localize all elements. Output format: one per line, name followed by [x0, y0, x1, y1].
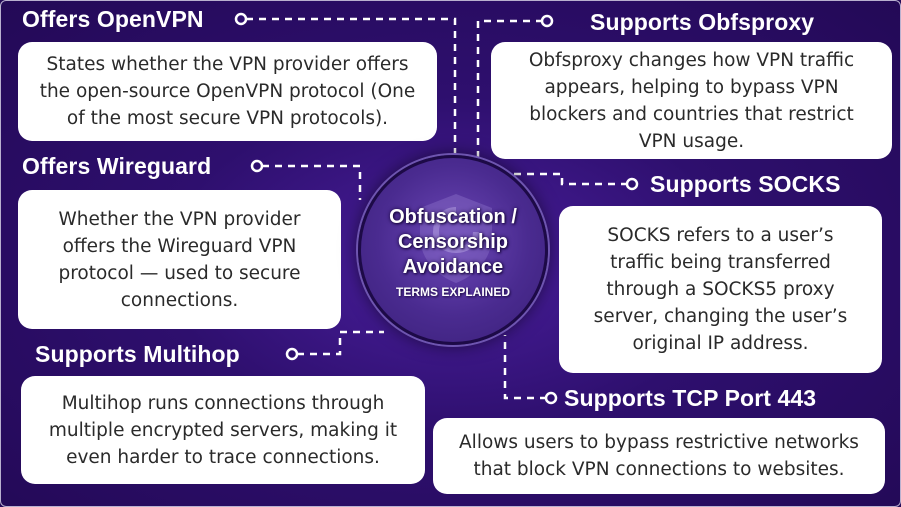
- center-title-line: Obfuscation /: [389, 205, 517, 228]
- multihop-title: Supports Multihop: [35, 341, 240, 367]
- shield-logo-icon: [420, 194, 492, 283]
- obfsproxy-desc-line: Obfsproxy changes how VPN traffic: [528, 49, 855, 71]
- obfsproxy-card: Obfsproxy changes how VPN traffic appear…: [491, 42, 892, 159]
- center-title-line: Censorship: [397, 230, 508, 253]
- openvpn-card: States whether the VPN provider offers t…: [18, 42, 437, 141]
- obfsproxy-title: Supports Obfsproxy: [590, 9, 815, 35]
- connector-dot: [544, 391, 558, 405]
- wireguard-desc-line: Whether the VPN provider: [58, 208, 301, 230]
- wireguard-desc-line: offers the Wireguard VPN: [62, 235, 297, 257]
- multihop-desc-line: multiple encrypted servers, making it: [48, 419, 398, 441]
- tcp443-desc-line: that block VPN connections to websites.: [473, 459, 845, 480]
- socks-desc-line: traffic being transferred: [610, 252, 831, 273]
- center-title: Obfuscation / Censorship Avoidance: [389, 205, 517, 280]
- connector-dot: [250, 159, 264, 173]
- socks-desc-line: original IP address.: [632, 333, 809, 354]
- connector-dot: [285, 347, 299, 361]
- center-badge: Obfuscation / Censorship Avoidance TERMS…: [358, 155, 548, 345]
- openvpn-title: Offers OpenVPN: [22, 6, 204, 32]
- socks-title: Supports SOCKS: [650, 171, 841, 197]
- socks-desc-line: server, changing the user’s: [593, 306, 848, 327]
- multihop-card: Multihop runs connections through multip…: [21, 376, 425, 484]
- connector-dot: [625, 177, 639, 191]
- multihop-desc-line: even harder to trace connections.: [66, 446, 380, 468]
- openvpn-desc-line: the open-source OpenVPN protocol (One: [39, 81, 416, 102]
- tcp443-card: Allows users to bypass restrictive netwo…: [433, 418, 885, 494]
- socks-desc-line: through a SOCKS5 proxy: [606, 279, 835, 300]
- wireguard-title: Offers Wireguard: [22, 153, 212, 179]
- obfsproxy-desc-line: blockers and countries that restrict: [529, 103, 854, 125]
- openvpn-desc-line: States whether the VPN provider offers: [46, 54, 409, 75]
- multihop-desc-line: Multihop runs connections through: [61, 392, 385, 414]
- socks-desc-line: SOCKS refers to a user’s: [607, 225, 834, 246]
- connector-dot: [234, 12, 248, 26]
- wireguard-desc-line: protocol — used to secure: [58, 262, 301, 284]
- center-title-line: Avoidance: [402, 255, 504, 278]
- center-subtitle: TERMS EXPLAINED: [395, 284, 510, 299]
- tcp443-desc-line: Allows users to bypass restrictive netwo…: [459, 432, 859, 453]
- connector-dot: [540, 14, 554, 28]
- tcp443-title: Supports TCP Port 443: [564, 385, 817, 411]
- socks-card: SOCKS refers to a user’s traffic being t…: [559, 206, 882, 373]
- wireguard-card: Whether the VPN provider offers the Wire…: [18, 190, 341, 329]
- obfsproxy-desc-line: appears, helping to bypass VPN: [544, 76, 839, 98]
- wireguard-desc-line: connections.: [120, 289, 239, 311]
- openvpn-desc-line: of the most secure VPN protocols).: [66, 108, 389, 129]
- obfsproxy-desc-line: VPN usage.: [638, 130, 745, 152]
